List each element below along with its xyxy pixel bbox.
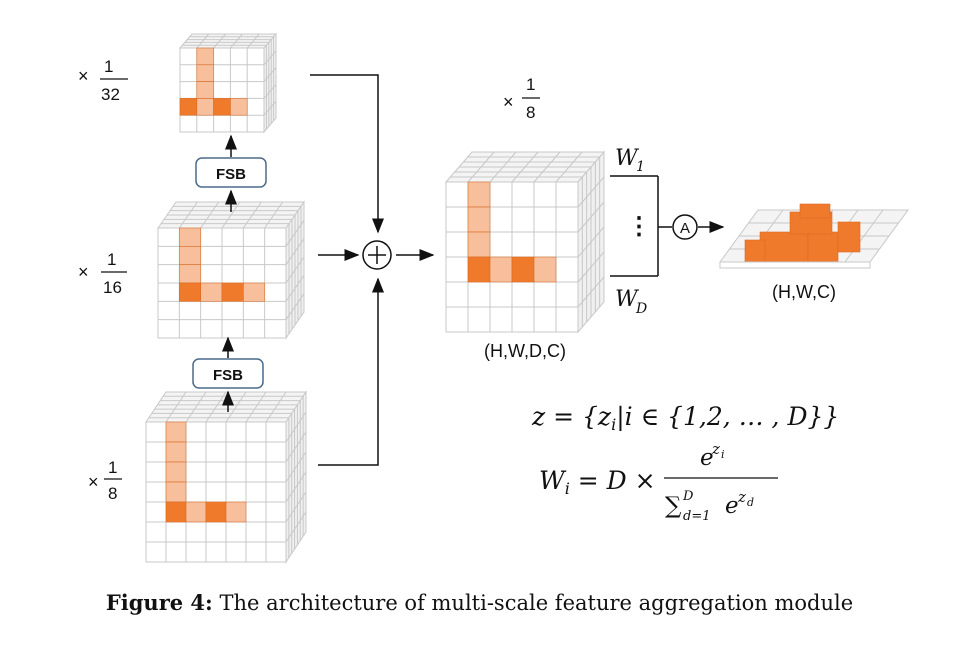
sum-node — [362, 240, 392, 270]
svg-text:1: 1 — [107, 250, 116, 269]
svg-text:e: e — [725, 493, 739, 519]
svg-text:z: z — [711, 440, 720, 458]
highlight-cell — [744, 239, 766, 263]
highlight-cell — [165, 501, 187, 523]
aggregation-node: A — [672, 214, 698, 240]
svg-text:A: A — [680, 220, 690, 237]
svg-text:FSB: FSB — [216, 166, 246, 183]
highlight-cell — [196, 64, 214, 82]
weight-label-first: W 1 — [615, 146, 645, 175]
figure-caption: Figure 4: The architecture of multi-scal… — [0, 590, 959, 615]
highlight-cell — [243, 282, 265, 302]
feature-volume-1-32 — [178, 32, 278, 134]
feature-volume-1-8 — [145, 390, 307, 564]
svg-text:×: × — [78, 66, 89, 86]
highlight-cell — [165, 441, 187, 463]
highlight-cell — [837, 221, 861, 253]
svg-text:∑: ∑ — [665, 493, 682, 519]
svg-text:Wi = D ×: Wi = D × — [539, 466, 656, 498]
caption-label: Figure 4: — [105, 590, 213, 615]
grid-layer — [145, 32, 909, 564]
svg-text:d=1: d=1 — [683, 509, 711, 524]
svg-text:8: 8 — [526, 103, 535, 122]
highlight-cell — [799, 203, 831, 219]
arrow-top-to-sum — [310, 74, 384, 234]
arrow-bottom-to-sum — [318, 277, 384, 466]
highlight-cell — [221, 282, 244, 302]
svg-text:i: i — [721, 448, 725, 461]
output-shape-label: (H,W,C) — [772, 282, 836, 302]
highlight-cell — [200, 282, 223, 302]
highlight-cell — [179, 246, 201, 265]
svg-text:8: 8 — [108, 484, 117, 503]
weights-bracket — [610, 175, 672, 277]
highlight-cell — [533, 256, 557, 283]
scale-label-middle: × 1 16 — [78, 250, 127, 297]
highlight-cell — [179, 264, 201, 284]
highlight-cell — [205, 501, 227, 523]
svg-text:1: 1 — [636, 159, 645, 175]
highlight-cell — [196, 47, 214, 66]
scale-label-top: × 1 32 — [78, 57, 128, 104]
highlight-cell — [489, 256, 513, 283]
svg-text:1: 1 — [108, 458, 117, 477]
weights-ellipsis: ⋮ — [627, 213, 651, 240]
output-feature-map — [719, 203, 909, 269]
highlight-cell — [165, 481, 187, 503]
equation-z: z = {zi|i ∈ {1,2, … , D}} — [531, 402, 839, 434]
highlight-cell — [467, 181, 491, 208]
highlight-cell — [467, 206, 491, 233]
svg-text:32: 32 — [101, 85, 120, 104]
weight-label-last: W D — [615, 287, 647, 317]
highlight-cell — [179, 227, 201, 247]
svg-text:FSB: FSB — [213, 367, 243, 384]
svg-text:z = {zi|i ∈ {1,2, … , D}}: z = {zi|i ∈ {1,2, … , D}} — [531, 402, 839, 434]
highlight-cell — [179, 282, 201, 302]
highlight-cell — [467, 231, 491, 258]
volume-shape-label: (H,W,D,C) — [484, 341, 566, 361]
highlight-cell — [759, 231, 809, 263]
fsb-box-lower: FSB — [192, 358, 264, 389]
svg-text:d: d — [747, 496, 754, 509]
svg-text:×: × — [78, 262, 89, 282]
highlight-cell — [807, 231, 839, 263]
svg-text:×: × — [503, 92, 514, 112]
highlight-cell — [511, 256, 535, 283]
caption-text: The architecture of multi-scale feature … — [219, 591, 854, 615]
highlight-cell — [185, 501, 207, 523]
svg-text:D: D — [635, 301, 647, 317]
scale-label-aggregate: × 1 8 — [503, 75, 540, 122]
svg-text:e: e — [700, 445, 714, 471]
feature-volume-1-16 — [157, 200, 305, 340]
svg-text:W: W — [615, 287, 640, 312]
highlight-cell — [230, 98, 248, 116]
highlight-cell — [213, 98, 231, 116]
highlight-cell — [165, 421, 187, 443]
svg-text:16: 16 — [103, 278, 122, 297]
highlight-cell — [467, 256, 491, 283]
svg-text:z: z — [737, 488, 746, 506]
svg-text:1: 1 — [526, 75, 535, 94]
scale-label-bottom: × 1 8 — [88, 458, 122, 503]
highlight-cell — [179, 98, 198, 116]
svg-text:×: × — [88, 472, 99, 492]
highlight-cell — [225, 501, 247, 523]
equation-w: Wi = D × e z i ∑ D d=1 e z d — [539, 440, 778, 524]
highlight-cell — [196, 98, 214, 116]
highlight-cell — [165, 461, 187, 483]
svg-text:W: W — [615, 146, 640, 171]
svg-text:D: D — [682, 489, 694, 504]
aggregated-volume-hwdc — [444, 150, 606, 334]
fsb-box-upper: FSB — [195, 157, 267, 188]
highlight-cell — [196, 81, 214, 99]
svg-text:1: 1 — [104, 57, 113, 76]
